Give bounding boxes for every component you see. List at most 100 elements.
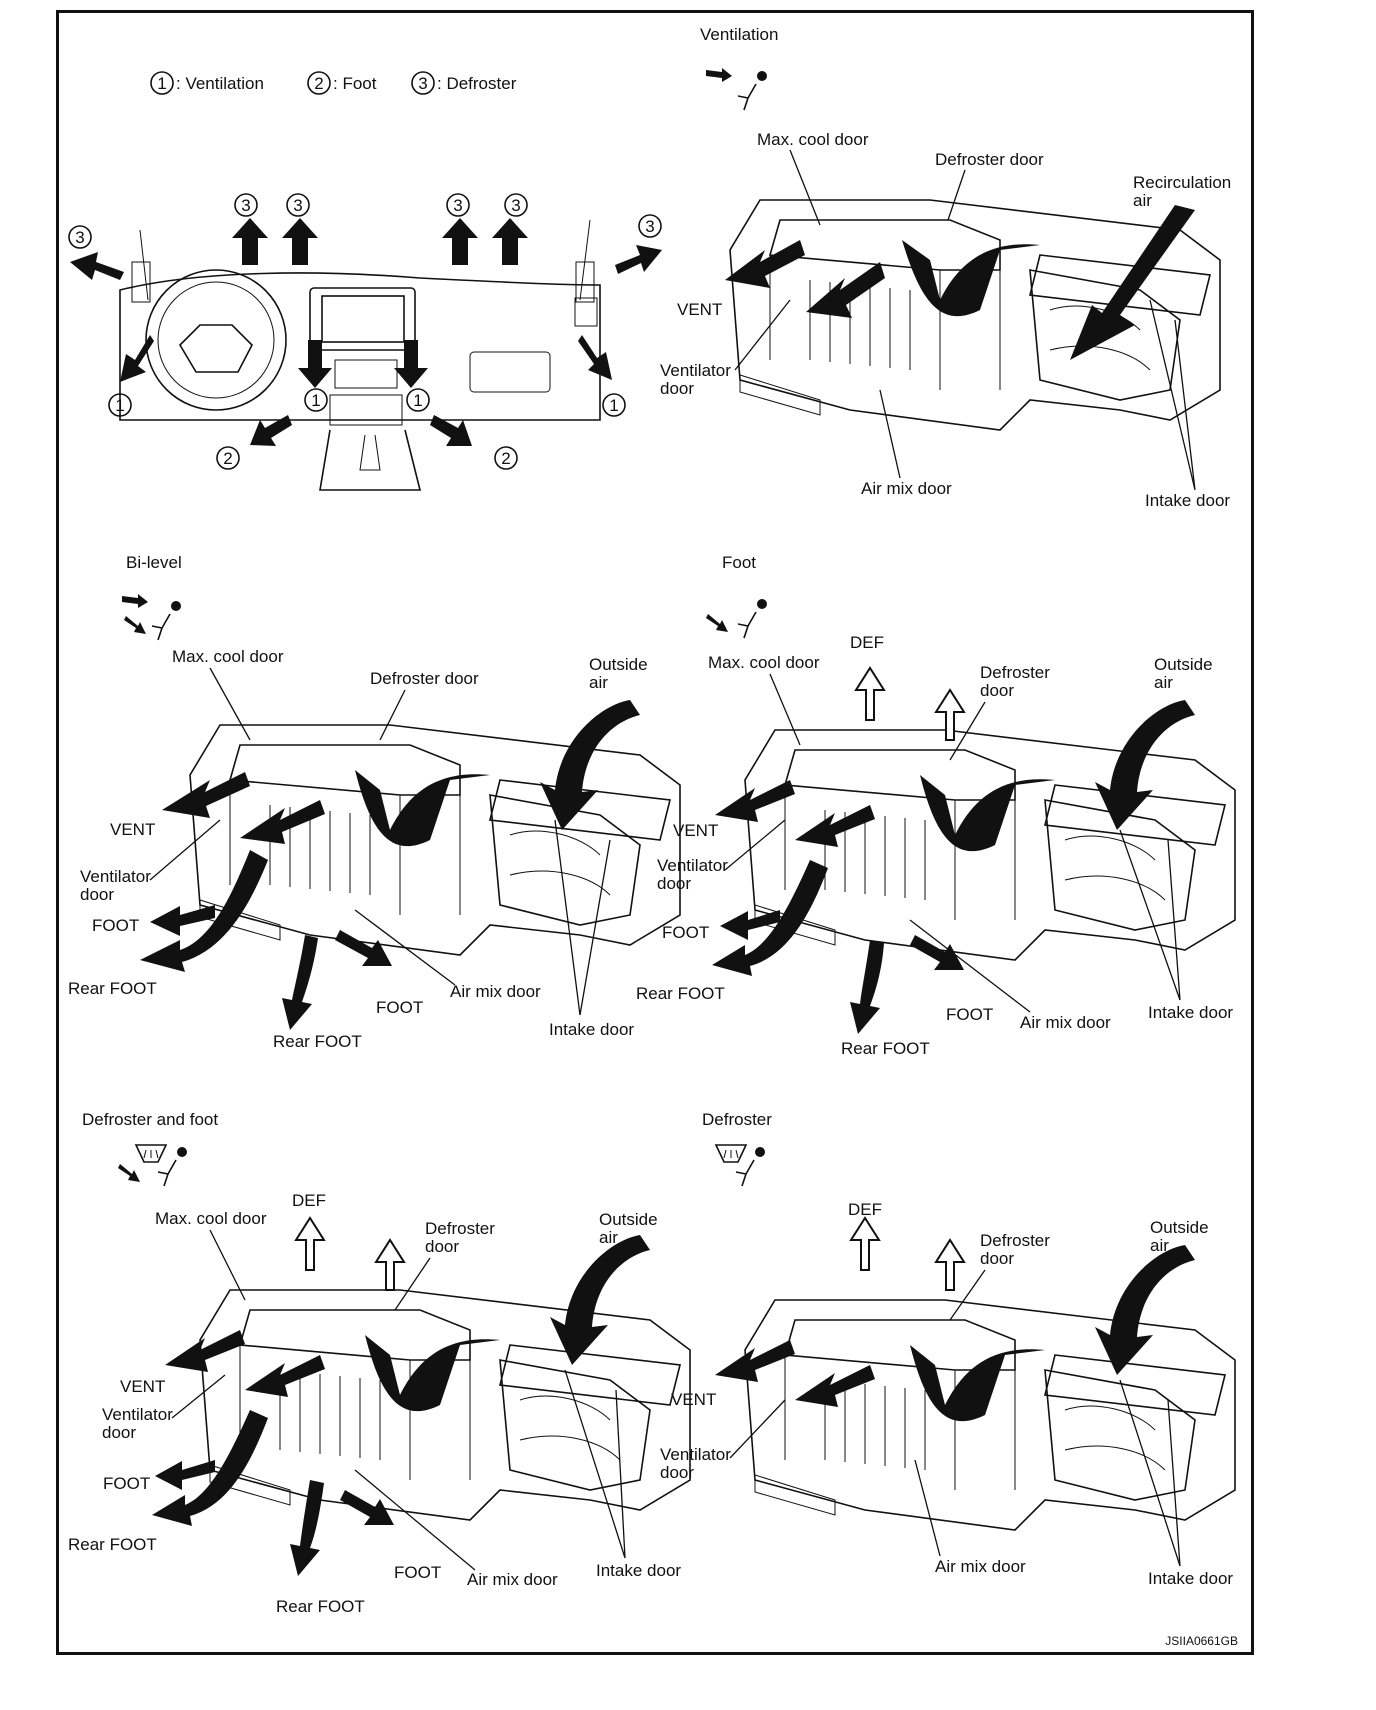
dashboard-outline (120, 273, 600, 420)
svg-text:3: 3 (645, 217, 654, 236)
bilevel-rear-foot-arrow-center (282, 935, 318, 1030)
foot-vent-arrow-1 (715, 780, 795, 822)
foot-max-cool-leader (770, 674, 800, 745)
bilevel-foot-arrow-right (335, 930, 392, 966)
bilevel-mode-icon (122, 594, 181, 640)
defroster-foot-defroster-label-1: Defroster (425, 1219, 495, 1238)
defroster-foot-outside-label-1: Outside (599, 1210, 658, 1229)
foot-defroster-label-2: door (980, 681, 1014, 700)
defroster-vent-arrow-2 (795, 1365, 875, 1407)
defroster-outside-air-arrow (1095, 1245, 1195, 1375)
foot-mode-icon (706, 599, 767, 638)
foot-ventilator-label-1: Ventilator (657, 856, 728, 875)
glove-box (470, 352, 550, 392)
bilevel-foot-arrow-left (150, 905, 215, 936)
defroster-foot-air-mix-door-label: Air mix door (467, 1570, 558, 1589)
ventilation-intake-leader (1150, 300, 1195, 490)
climate-panel (335, 360, 397, 388)
defroster-arrow-side-left (70, 252, 124, 280)
ventilation-vent-arrow-1 (725, 240, 805, 288)
defroster-foot-intake-door-label: Intake door (596, 1561, 681, 1580)
svg-text:3: 3 (511, 196, 520, 215)
center-console (320, 430, 420, 490)
defroster-defroster-label-1: Defroster (980, 1231, 1050, 1250)
foot-rear-foot-arrow-center (850, 940, 884, 1034)
defroster-arrow-4 (492, 218, 528, 265)
bilevel-max-cool-leader (210, 668, 250, 740)
panel-defroster-foot: Defroster and foot DEF Max. cool door De… (68, 1110, 690, 1616)
foot-title: Foot (722, 553, 756, 572)
right-side-vent (576, 262, 594, 302)
center-screen (322, 296, 404, 342)
foot-outside-air-arrow (1095, 700, 1195, 830)
bilevel-main-airflow (355, 770, 490, 846)
defroster-vent-label: VENT (671, 1390, 716, 1409)
foot-air-mix-door-label: Air mix door (1020, 1013, 1111, 1032)
defroster-foot-max-cool-leader (210, 1230, 245, 1300)
ventilation-recirc-arrow (1070, 205, 1195, 360)
ventilation-vent-label: VENT (677, 300, 722, 319)
ventilation-ventilator-label-2: door (660, 379, 694, 398)
ventilation-defroster-leader (948, 170, 965, 220)
panel-ventilation: Ventilation Max. cool door Defroster doo… (660, 25, 1231, 510)
center-screen-frame (310, 288, 415, 350)
ventilation-air-mix-door-label: Air mix door (861, 479, 952, 498)
svg-text:3: 3 (453, 196, 462, 215)
foot-max-cool-door-label: Max. cool door (708, 653, 820, 672)
defroster-arrow-1 (232, 218, 268, 265)
foot-outside-label-2: air (1154, 673, 1173, 692)
defroster-foot-max-cool-door-label: Max. cool door (155, 1209, 267, 1228)
vent-arrow-right (578, 335, 612, 380)
svg-text:1: 1 (609, 396, 618, 415)
foot-main-airflow (920, 775, 1055, 851)
dashboard-illustration: 3 3 3 3 3 3 1 1 1 1 2 2 (69, 194, 662, 490)
foot-ventilator-leader (725, 820, 785, 870)
defroster-foot-rear-foot-arrow-center (290, 1480, 324, 1576)
bilevel-intake-leader (555, 820, 610, 1015)
svg-text:3: 3 (241, 196, 250, 215)
defroster-foot-vent-arrow-2 (245, 1355, 325, 1397)
steering-wheel (146, 270, 286, 410)
defroster-def-arrow-1 (851, 1218, 879, 1270)
legend-foot: : Foot (333, 74, 377, 93)
legend-number-2: 2 (314, 74, 323, 93)
bilevel-outside-label-2: air (589, 673, 608, 692)
bilevel-ventilator-leader (150, 820, 220, 880)
defroster-unit (745, 1300, 1235, 1530)
defroster-title: Defroster (702, 1110, 772, 1129)
bilevel-defroster-leader (380, 690, 405, 740)
ventilation-recirc-label-2: air (1133, 191, 1152, 210)
defroster-foot-title: Defroster and foot (82, 1110, 218, 1129)
ventilation-unit (730, 200, 1220, 430)
ventilation-vent-arrow-2 (806, 262, 885, 318)
defroster-foot-vent-arrow-1 (165, 1330, 245, 1372)
foot-vent-arrow-2 (795, 805, 875, 847)
defroster-arrow-3 (442, 218, 478, 265)
defroster-foot-outside-air-arrow (550, 1235, 650, 1365)
svg-text:3: 3 (293, 196, 302, 215)
defroster-air-mix-door-label: Air mix door (935, 1557, 1026, 1576)
defroster-ventilator-label-1: Ventilator (660, 1445, 731, 1464)
defroster-foot-foot-left-label: FOOT (103, 1474, 150, 1493)
dash-callout-1-d: 1 (603, 394, 625, 416)
foot-vent-label: VENT (673, 821, 718, 840)
dash-callout-3-a: 3 (235, 194, 257, 216)
defroster-foot-ventilator-label-1: Ventilator (102, 1405, 173, 1424)
bilevel-intake-door-label: Intake door (549, 1020, 634, 1039)
ventilation-max-cool-door-label: Max. cool door (757, 130, 869, 149)
defroster-foot-def-label: DEF (292, 1191, 326, 1210)
foot-air-mix-leader (910, 920, 1030, 1012)
defroster-foot-defroster-leader (395, 1258, 430, 1310)
dash-callout-1-a: 1 (109, 394, 131, 416)
defroster-arrow-2 (282, 218, 318, 265)
dash-callout-1-b: 1 (305, 389, 327, 411)
svg-text:1: 1 (413, 391, 422, 410)
defroster-foot-vent-label: VENT (120, 1377, 165, 1396)
defroster-ventilator-label-2: door (660, 1463, 694, 1482)
legend-defroster: : Defroster (437, 74, 517, 93)
shift-lever (360, 435, 380, 470)
dash-callout-3-e: 3 (69, 226, 91, 248)
vent-arrow-center-right (394, 340, 428, 388)
svg-text:2: 2 (223, 449, 232, 468)
defroster-defroster-leader (950, 1270, 985, 1320)
